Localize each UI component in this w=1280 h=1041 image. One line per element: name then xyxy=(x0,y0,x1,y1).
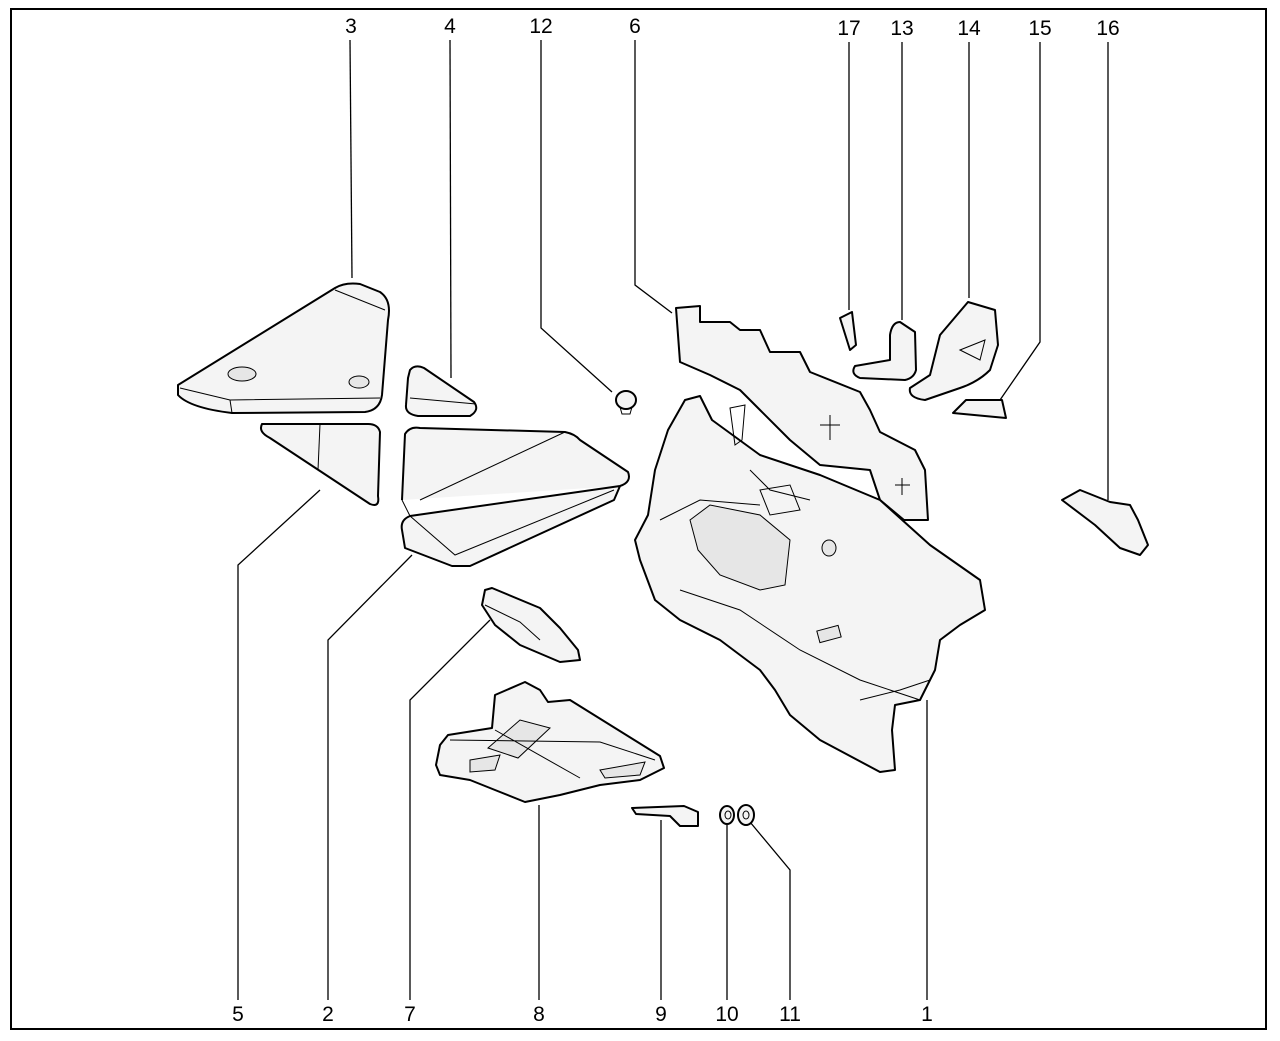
callout-9: 9 xyxy=(655,1003,667,1026)
callout-7: 7 xyxy=(404,1003,416,1026)
part-12-clip xyxy=(615,390,637,415)
part-8-floor-shield xyxy=(435,681,665,803)
callout-12: 12 xyxy=(529,15,553,38)
part-5-triangle-pad xyxy=(260,423,381,506)
callout-10: 10 xyxy=(715,1003,739,1026)
leader-5 xyxy=(237,489,321,1000)
part-10-washer xyxy=(719,805,735,825)
part-4-small-pad xyxy=(404,365,478,417)
part-3-insulation-pad xyxy=(177,282,390,414)
leader-15 xyxy=(999,42,1041,401)
part-2-floor-pad xyxy=(400,426,630,567)
part-14-side-pad xyxy=(908,301,999,401)
leader-6 xyxy=(634,40,673,314)
part-15-small-pad xyxy=(952,399,1007,419)
leader-11 xyxy=(749,821,791,1000)
leader-12 xyxy=(540,40,613,393)
callout-15: 15 xyxy=(1028,17,1052,40)
leader-7 xyxy=(409,619,491,1000)
callout-4: 4 xyxy=(444,15,456,38)
callout-6: 6 xyxy=(629,15,641,38)
part-1-main-dash-insulation xyxy=(634,395,986,773)
part-11-washer xyxy=(737,804,755,826)
callout-14: 14 xyxy=(957,17,981,40)
callout-11: 11 xyxy=(779,1003,801,1026)
callout-17: 17 xyxy=(837,17,861,40)
part-13-angle-pad xyxy=(852,321,917,381)
part-9-bracket xyxy=(631,805,699,827)
part-7-tunnel-pad xyxy=(481,587,581,663)
leader-lines xyxy=(237,39,1109,1000)
leader-4 xyxy=(449,39,452,379)
part-6-dash-panel-insulation xyxy=(675,305,929,521)
part-17-small-bracket xyxy=(839,311,857,351)
callout-16: 16 xyxy=(1096,17,1120,40)
callout-2: 2 xyxy=(322,1003,334,1026)
callout-5: 5 xyxy=(232,1003,244,1026)
callout-8: 8 xyxy=(533,1003,545,1026)
part-16-bracket-pad xyxy=(1061,489,1149,556)
leader-2 xyxy=(327,554,413,1000)
diagram-frame xyxy=(10,8,1267,1030)
callout-3: 3 xyxy=(345,15,357,38)
callout-13: 13 xyxy=(890,17,914,40)
leader-3 xyxy=(349,39,353,279)
callout-1: 1 xyxy=(921,1003,933,1026)
